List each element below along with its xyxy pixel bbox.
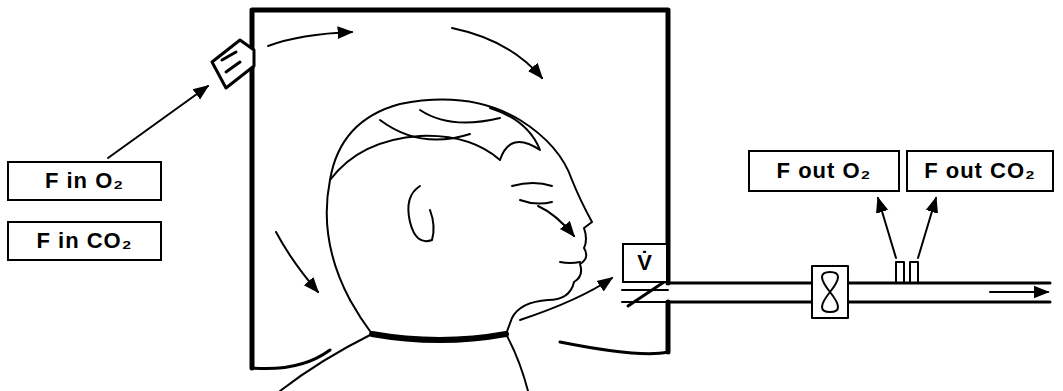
airflow-arrow <box>268 32 352 46</box>
sample-port <box>896 262 918 283</box>
hood-bottom <box>560 342 668 354</box>
hood-bottom <box>252 350 330 369</box>
fan-housing <box>812 266 848 318</box>
inlet-nozzle <box>222 52 240 72</box>
hood-wall <box>666 302 671 352</box>
exhaust-arrow <box>990 291 1048 293</box>
inlet-nozzle <box>212 40 254 88</box>
inflow-arrow <box>108 86 208 158</box>
hood-wall <box>252 10 668 368</box>
output-fraction-box: F out O₂ <box>748 150 900 192</box>
sample-arrow <box>878 198 896 258</box>
box-label: F out O₂ <box>777 158 872 184</box>
outlet-tube <box>668 283 1050 302</box>
box-label: V̇ <box>637 250 653 276</box>
flow-rate-box: V̇ <box>622 243 668 283</box>
airflow-arrow <box>538 206 574 236</box>
box-label: F out CO₂ <box>924 158 1036 184</box>
output-fraction-box: F out CO₂ <box>906 150 1054 192</box>
sample-arrow <box>918 198 936 258</box>
input-fraction-box: F in O₂ <box>7 161 162 201</box>
flow-meter <box>622 290 668 302</box>
head-figure <box>280 100 592 391</box>
input-fraction-box: F in CO₂ <box>7 221 162 261</box>
fan-rotor <box>822 272 838 312</box>
airflow-arrow <box>452 28 542 78</box>
airflow-arrow <box>276 232 318 292</box>
box-label: F in CO₂ <box>37 228 133 254</box>
airflow-arrow <box>520 278 612 320</box>
box-label: F in O₂ <box>45 168 124 194</box>
